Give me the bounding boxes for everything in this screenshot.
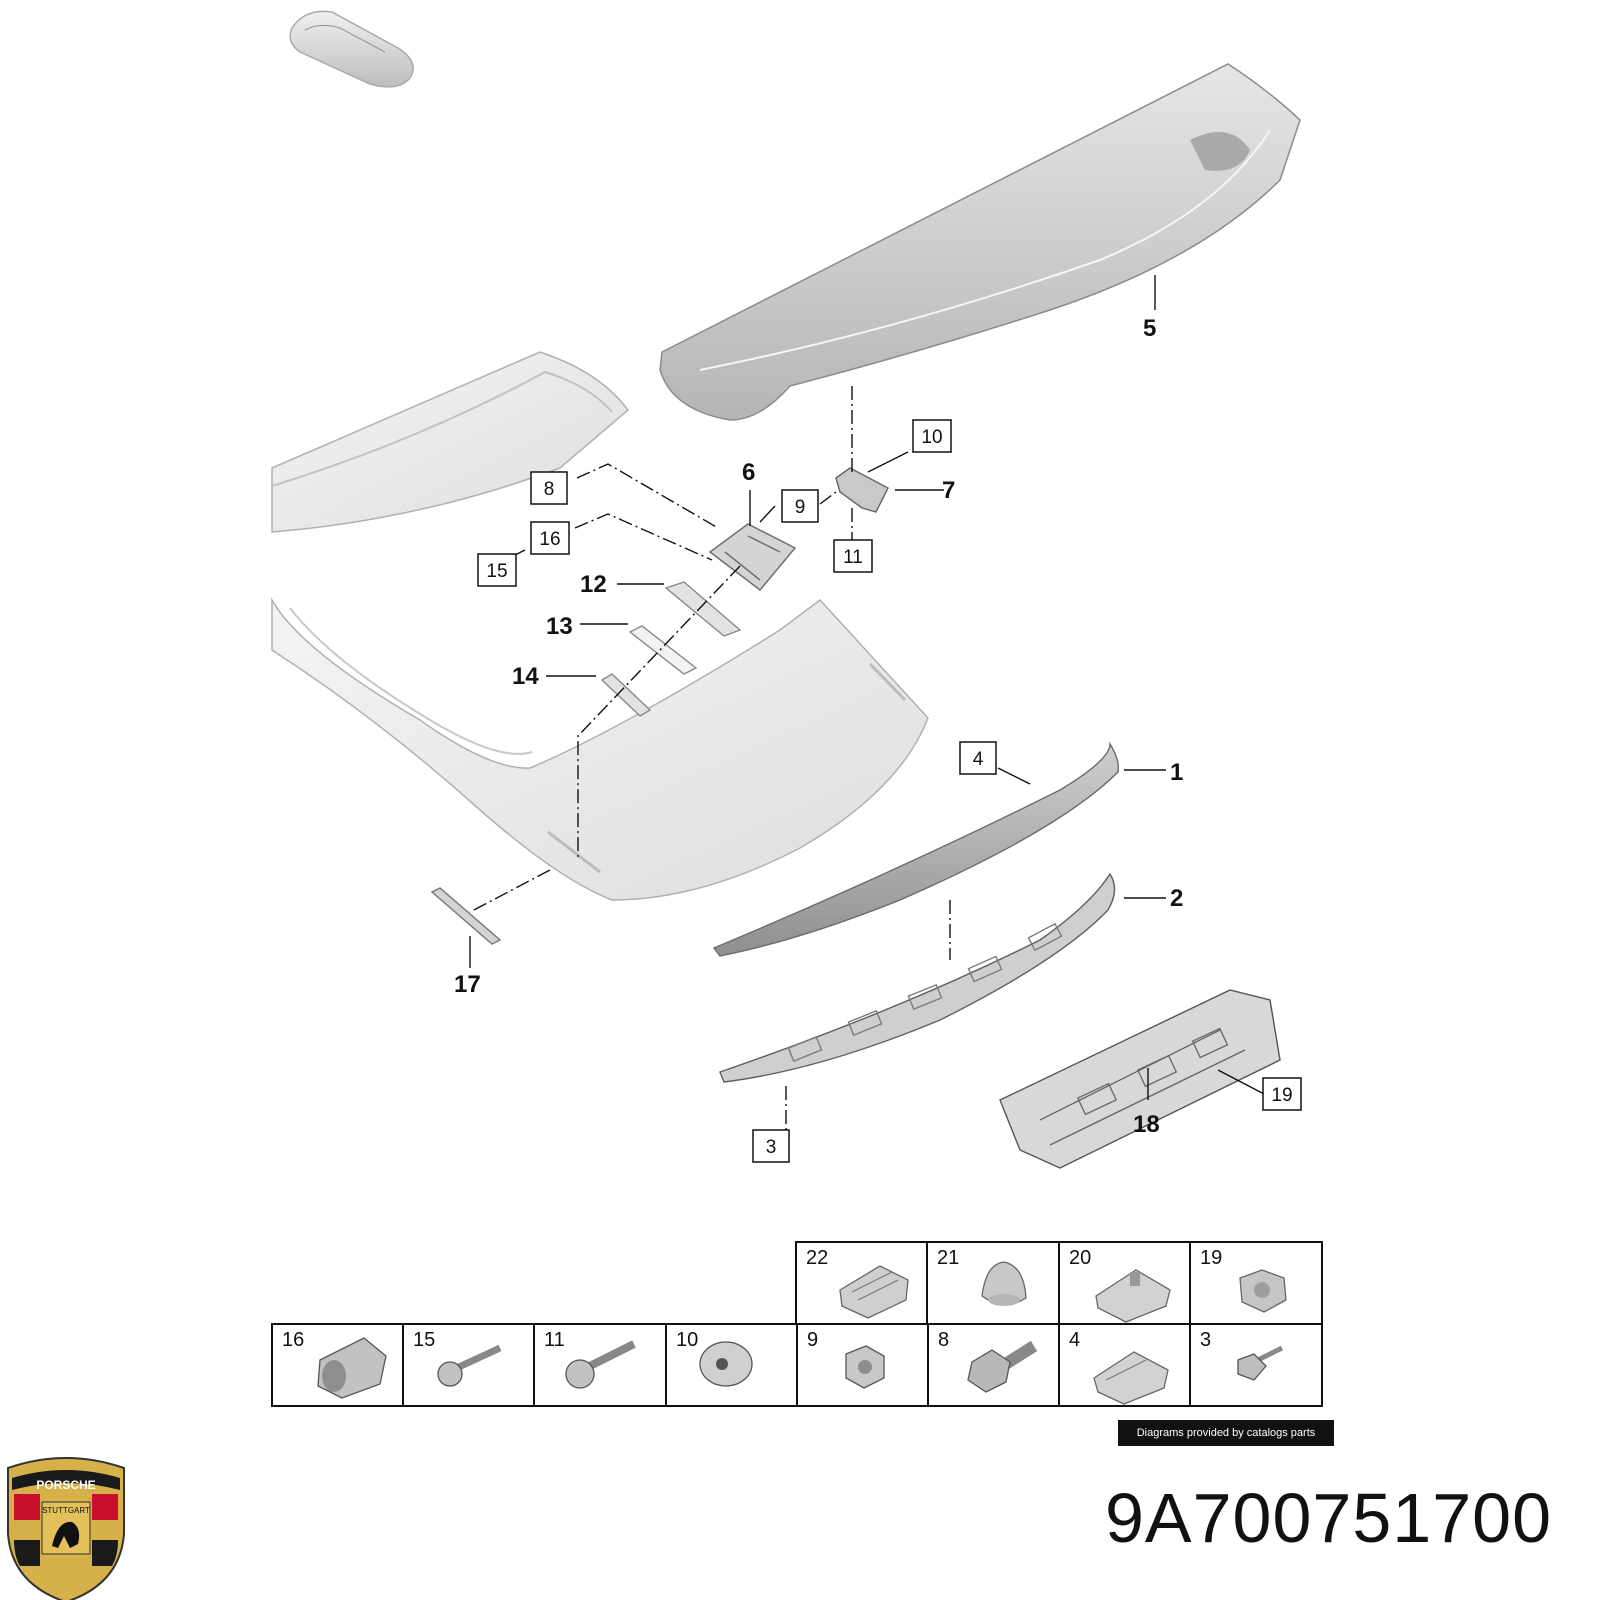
boxed-callout-15: 15	[486, 561, 507, 582]
grid-cell-16-number: 16	[282, 1329, 304, 1351]
grid-cell-9-number: 9	[807, 1329, 818, 1351]
boxed-callout-4: 4	[973, 749, 984, 770]
grid-cell-15-number: 15	[413, 1329, 435, 1351]
callout-6: 6	[742, 459, 755, 486]
grid-cell-20-number: 20	[1069, 1247, 1091, 1269]
spoiler-part	[659, 63, 1301, 421]
hardware-grid: 22 21 20 19 16 15 11 10 9 8 4 3	[271, 1241, 1323, 1407]
car-thumbnail	[289, 10, 414, 88]
bolt-15-icon	[437, 1344, 502, 1387]
leader-lines	[469, 275, 1265, 1130]
callout-labels: 1 2 5 6 7 12 13 14 17 18	[454, 315, 1183, 1138]
callout-12: 12	[580, 571, 607, 598]
speed-nut-icon	[1095, 1269, 1171, 1323]
spoiler-drive-frame-part	[999, 989, 1281, 1169]
grid-cell-3-number: 3	[1200, 1329, 1211, 1351]
expanding-rivet-icon	[699, 1341, 753, 1387]
seal-17-part	[430, 887, 502, 945]
bolt-11-icon	[565, 1340, 636, 1389]
grid-cell-21-number: 21	[937, 1247, 959, 1269]
porsche-crest-icon: PORSCHE STUTTGART	[7, 1457, 125, 1600]
boxed-callout-3: 3	[766, 1137, 777, 1158]
boxed-callout-19: 19	[1271, 1085, 1292, 1106]
callout-2: 2	[1170, 885, 1183, 912]
spoiler-carrier-part	[719, 872, 1116, 1083]
grid-cell-11-number: 11	[544, 1329, 565, 1351]
boxed-callout-8: 8	[544, 479, 555, 500]
screw-3-icon	[1237, 1345, 1284, 1381]
trim-strip-part	[712, 741, 1120, 957]
grid-cell-22-number: 22	[806, 1247, 828, 1269]
boxed-callout-10: 10	[921, 427, 942, 448]
callout-13: 13	[546, 613, 573, 640]
spring-clip-icon	[839, 1265, 909, 1319]
callout-18: 18	[1133, 1111, 1160, 1138]
grid-cell-8-number: 8	[938, 1329, 949, 1351]
clip-nut-icon	[1093, 1351, 1169, 1405]
grid-cell-4-number: 4	[1069, 1329, 1080, 1351]
hinge-bracket-part	[835, 467, 889, 513]
boxed-callout-16: 16	[539, 529, 560, 550]
rear-lid-part	[271, 351, 929, 901]
washer-nut-icon	[845, 1345, 885, 1389]
mount-bracket-part	[708, 523, 797, 592]
callout-17: 17	[454, 971, 481, 998]
callout-7: 7	[942, 477, 955, 504]
callout-5: 5	[1143, 315, 1156, 342]
seal-14-part	[600, 673, 652, 717]
threaded-insert-icon	[317, 1337, 387, 1399]
callout-14: 14	[512, 663, 539, 690]
svg-text:STUTTGART: STUTTGART	[42, 1506, 90, 1515]
grid-cell-19-number: 19	[1200, 1247, 1222, 1269]
part-number: 9A700751700	[1105, 1479, 1552, 1557]
svg-text:PORSCHE: PORSCHE	[36, 1478, 95, 1492]
seal-12-part	[664, 581, 742, 637]
boxed-callout-9: 9	[795, 497, 806, 518]
grid-cell-10-number: 10	[676, 1329, 698, 1351]
shoulder-bolt-icon	[967, 1340, 1038, 1393]
flange-nut-icon	[1239, 1269, 1287, 1313]
boxed-callout-11: 11	[843, 547, 863, 568]
credit-banner: Diagrams provided by catalogs parts	[1118, 1420, 1334, 1446]
plastic-plug-icon	[981, 1261, 1027, 1306]
seal-13-part	[628, 625, 698, 675]
callout-1: 1	[1170, 759, 1183, 786]
boxed-callouts: 3 4 8 9 10 11 15 16 19	[477, 419, 1302, 1163]
